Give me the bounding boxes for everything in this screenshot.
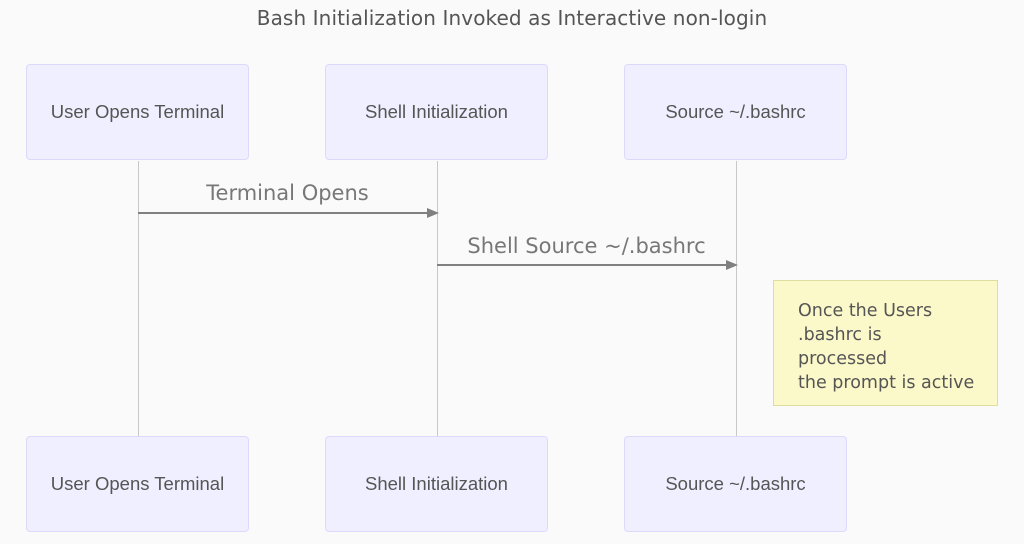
actor-label: User Opens Terminal: [50, 101, 225, 122]
note-line: Once the Users: [798, 301, 933, 321]
message-arrow-line: [437, 264, 727, 266]
actor-label: Source ~/.bashrc: [665, 101, 806, 122]
diagram-title: Bash Initialization Invoked as Interacti…: [256, 6, 768, 30]
note-line: the prompt is active: [798, 373, 975, 393]
arrowhead-icon: [726, 260, 738, 270]
lifeline-user: [138, 161, 139, 436]
actor-source-bottom: Source ~/.bashrc: [624, 436, 847, 532]
lifeline-shell: [437, 161, 438, 436]
note: Once the Users .bashrc is processed the …: [773, 280, 998, 406]
lifeline-source: [736, 161, 737, 436]
actor-label: Shell Initialization: [365, 473, 508, 494]
actor-shell-bottom: Shell Initialization: [325, 436, 548, 532]
actor-label: Source ~/.bashrc: [665, 473, 806, 494]
actor-user-bottom: User Opens Terminal: [26, 436, 249, 532]
actor-label: Shell Initialization: [365, 101, 508, 122]
actor-user-top: User Opens Terminal: [26, 64, 249, 160]
actor-shell-top: Shell Initialization: [325, 64, 548, 160]
note-line: .bashrc is: [798, 325, 882, 345]
actor-source-top: Source ~/.bashrc: [624, 64, 847, 160]
arrowhead-icon: [427, 208, 439, 218]
message-label: Shell Source ~/.bashrc: [467, 234, 706, 258]
actor-label: User Opens Terminal: [50, 473, 225, 494]
message-label: Terminal Opens: [206, 181, 369, 205]
note-line: processed: [798, 349, 888, 369]
message-arrow-line: [138, 212, 428, 214]
